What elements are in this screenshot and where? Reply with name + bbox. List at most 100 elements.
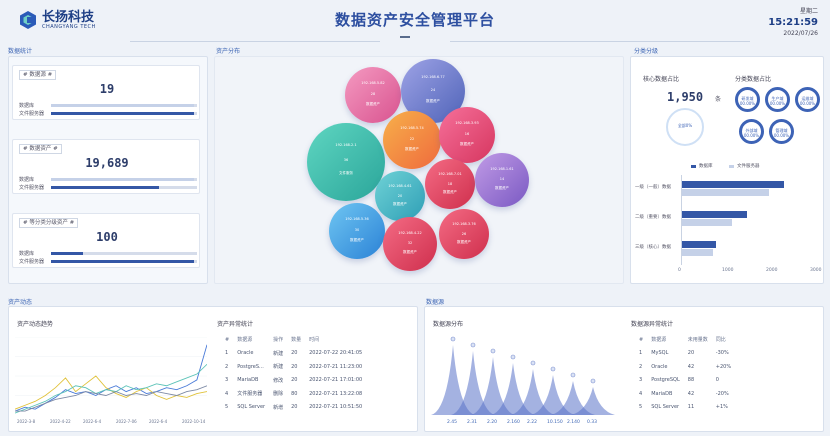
stat-row-fill <box>51 186 160 189</box>
header-divider-left <box>130 41 380 42</box>
bar-file <box>681 219 732 226</box>
trend-x-tick: 2022-10-14 <box>182 419 206 424</box>
bar-tick-label: 0 <box>678 268 681 273</box>
bar-db <box>681 241 717 248</box>
bubble-ip: 192.168.5.36 <box>345 217 369 221</box>
table-cell: Oracle <box>651 363 668 370</box>
peak-marker <box>550 366 556 372</box>
bubble-count: 30 <box>354 228 360 233</box>
peak-label: 0.33 <box>587 419 597 425</box>
stat-card-value: 19 <box>99 82 115 96</box>
bubble-label: 文件服务 <box>339 171 353 176</box>
stat-row-track <box>51 104 197 107</box>
table-header-cell: 数据源 <box>237 337 253 344</box>
stat-card-datasource: # 数据源 # 19 数据库 文件服务器 <box>12 65 200 120</box>
source-peak <box>531 375 575 415</box>
table-cell: 20 <box>687 350 695 357</box>
bubble-count: 26 <box>461 231 467 236</box>
table-header-cell: 时间 <box>309 337 320 344</box>
bar-axis <box>681 175 682 265</box>
category-pct: 00.00% <box>743 133 760 138</box>
stat-row-label: 数据库 <box>19 103 35 109</box>
bubble-count: 36 <box>343 158 349 163</box>
stat-card-title: # 数据源 # <box>19 70 57 80</box>
category-name: 运维域 <box>801 96 814 101</box>
bar-category-label: 三级（核心）数据 <box>635 245 671 250</box>
trend-series-line <box>15 344 207 412</box>
table-row[interactable]: 4 MariaDB 42 -20% <box>635 387 735 401</box>
bubble-count: 32 <box>407 241 413 246</box>
table-cell: MariaDB <box>237 377 259 384</box>
table-cell: -20% <box>715 390 729 397</box>
peak-label: 2.22 <box>527 419 537 425</box>
table-cell: 80 <box>291 390 298 397</box>
source-peak <box>451 351 495 415</box>
bar-tick-label: 3000 <box>810 268 822 273</box>
bubble-count: 24 <box>430 87 436 92</box>
table-cell: 4 <box>225 390 229 397</box>
table-cell: 0 <box>715 377 719 384</box>
bubble-ip: 192.168.3.93 <box>455 121 479 125</box>
peak-marker <box>510 354 516 360</box>
source-peak <box>491 363 535 415</box>
table-header-row: #数据源未用量数同比 <box>635 333 735 347</box>
table-cell: 删除 <box>273 391 284 398</box>
bubble-ip: 192.168.7.01 <box>438 171 462 176</box>
trend-x-tick: 2022-4-22 <box>50 419 71 424</box>
bar-category-label: 一级（一般）数据 <box>635 185 671 190</box>
table-cell: 2022-07-21 13:22:08 <box>309 390 363 397</box>
title-underline <box>400 36 410 38</box>
table-cell: 4 <box>639 390 643 397</box>
bar-tick-label: 2000 <box>766 268 778 273</box>
table-cell: +20% <box>715 363 732 370</box>
stat-row-label: 文件服务器 <box>19 259 45 265</box>
table-cell: MariaDB <box>651 390 673 397</box>
table-cell: MySQL <box>651 350 669 357</box>
trend-x-tick: 2022-6-4 <box>149 419 168 424</box>
table-header-cell: # <box>225 336 230 343</box>
bubble-ip: 192.168.4.61 <box>388 183 412 188</box>
table-cell: 新增 <box>273 404 284 411</box>
bubble-count: 22 <box>409 137 415 142</box>
table-cell: 42 <box>687 390 695 397</box>
stat-card-classified: # 等分类分级资产 # 100 数据库 文件服务器 <box>12 213 200 268</box>
stat-row-fill <box>51 104 195 107</box>
bubble-ip: 192.168.4.22 <box>398 230 422 235</box>
table-cell: 42 <box>687 363 695 370</box>
core-ring-label: 全部0% <box>677 123 693 128</box>
company-logo: 长扬科技 CHANGYANG TECH <box>18 10 96 30</box>
stat-row-label: 数据库 <box>19 251 35 257</box>
table-cell: 新建 <box>273 364 284 371</box>
table-cell: SQL Server <box>237 404 266 411</box>
table-cell: 修改 <box>273 377 284 384</box>
bubble-count: 18 <box>447 181 453 186</box>
table-cell: 1 <box>225 350 229 357</box>
stat-row-label: 文件服务器 <box>19 185 45 191</box>
section-title-datasource: 数据源 <box>426 299 445 306</box>
logo-subtitle: CHANGYANG TECH <box>42 23 96 30</box>
